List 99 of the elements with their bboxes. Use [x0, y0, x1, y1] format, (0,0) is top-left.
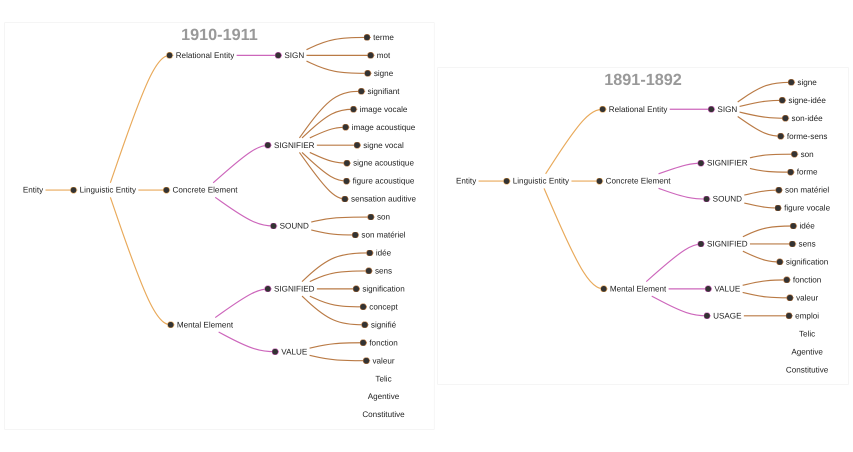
connector [302, 249, 374, 282]
node-text: forme [796, 167, 818, 176]
node-text: image acoustique [352, 122, 416, 132]
connector [544, 188, 608, 292]
connector [750, 150, 798, 158]
connector [742, 250, 784, 266]
node-text: valeur [372, 356, 395, 366]
node-text: mot [376, 50, 390, 60]
cluster [437, 67, 849, 385]
connector [750, 240, 796, 248]
connector [310, 267, 373, 282]
node-text: concept [369, 302, 398, 312]
connector [110, 197, 174, 328]
connector [571, 178, 604, 185]
node-text: son matériel [361, 230, 406, 240]
connector [750, 168, 794, 176]
connector [658, 160, 705, 174]
connector [236, 52, 282, 59]
node-text: valeur [796, 292, 818, 302]
node-text: SIGNIFIED [707, 239, 748, 248]
connector [742, 222, 798, 238]
node-text: son [376, 212, 390, 222]
connector [744, 186, 783, 196]
node-text: Telic [375, 374, 392, 384]
node-text: fonction [792, 274, 822, 284]
connector [302, 152, 350, 185]
node-text: figure vocale [784, 203, 830, 212]
connector [309, 339, 367, 349]
node-text: SIGNIFIER [274, 140, 315, 150]
connector [646, 240, 705, 282]
node-text: Linguistic Entity [512, 176, 570, 186]
connector [310, 124, 350, 138]
connector [737, 78, 796, 102]
node-text: Constitutive [362, 410, 405, 419]
node-text: Mental Element [176, 320, 234, 330]
node-text: Agentive [368, 392, 400, 401]
node-text: idée [376, 248, 392, 258]
connector [670, 106, 716, 113]
node-text: idée [799, 221, 815, 230]
node-text: son matériel [785, 185, 830, 194]
node-text: signe acoustique [353, 158, 414, 168]
node-text: SIGN [284, 50, 304, 60]
node-text: signe vocal [363, 140, 404, 150]
connector [138, 186, 170, 194]
node-text: SOUND [280, 221, 309, 230]
node-text: sens [374, 266, 392, 276]
node-text: signification [786, 257, 828, 266]
connector [742, 276, 791, 286]
connector [316, 285, 360, 292]
node-text: VALUE [714, 284, 740, 294]
connector [214, 196, 278, 230]
node-text: SOUND [712, 194, 742, 204]
node-text: signifiant [368, 86, 400, 96]
connector [668, 285, 712, 292]
connector [298, 152, 349, 203]
connector [306, 52, 374, 59]
node-text: signe [797, 77, 817, 87]
connector [306, 34, 371, 50]
connector [739, 112, 790, 122]
connector [298, 88, 366, 138]
connector [212, 142, 272, 184]
node-text: Concrete Element [606, 176, 671, 186]
node-text: Telic [799, 328, 816, 338]
node-text: Relational Entity [608, 104, 668, 114]
node-text: Constitutive [786, 364, 828, 374]
connector [742, 292, 794, 302]
connector [311, 229, 360, 238]
node-text: Entity [456, 176, 476, 186]
connector [545, 106, 606, 174]
connector [651, 296, 711, 320]
connector [309, 354, 370, 364]
node-text: USAGE [713, 310, 742, 320]
connector [478, 178, 510, 185]
node-text: signifié [370, 320, 396, 330]
node-text: image vocale [360, 104, 408, 114]
node-text: Mental Element [610, 284, 666, 294]
connector [302, 106, 358, 138]
connector [311, 214, 375, 223]
node-text: SIGNIFIER [707, 158, 748, 168]
connector [218, 332, 279, 356]
cluster [4, 22, 435, 430]
node-text: Linguistic Entity [80, 185, 136, 194]
node-text: Entity [22, 185, 44, 194]
node-text: son-idée [792, 113, 823, 123]
node-text: SIGN [717, 104, 738, 114]
connector [302, 296, 369, 328]
node-text: SIGNIFIED [274, 284, 315, 294]
node-text: Agentive [791, 346, 823, 356]
connector [214, 285, 272, 318]
node-text: emploi [795, 310, 820, 320]
connector [110, 52, 174, 184]
node-text: terme [373, 32, 394, 42]
node-text: Relational Entity [176, 50, 234, 60]
node-text: figure acoustique [352, 176, 414, 186]
connector [737, 116, 784, 140]
node-text: fonction [369, 338, 398, 348]
connector [310, 296, 367, 310]
connector [658, 188, 710, 203]
connector [46, 186, 78, 194]
